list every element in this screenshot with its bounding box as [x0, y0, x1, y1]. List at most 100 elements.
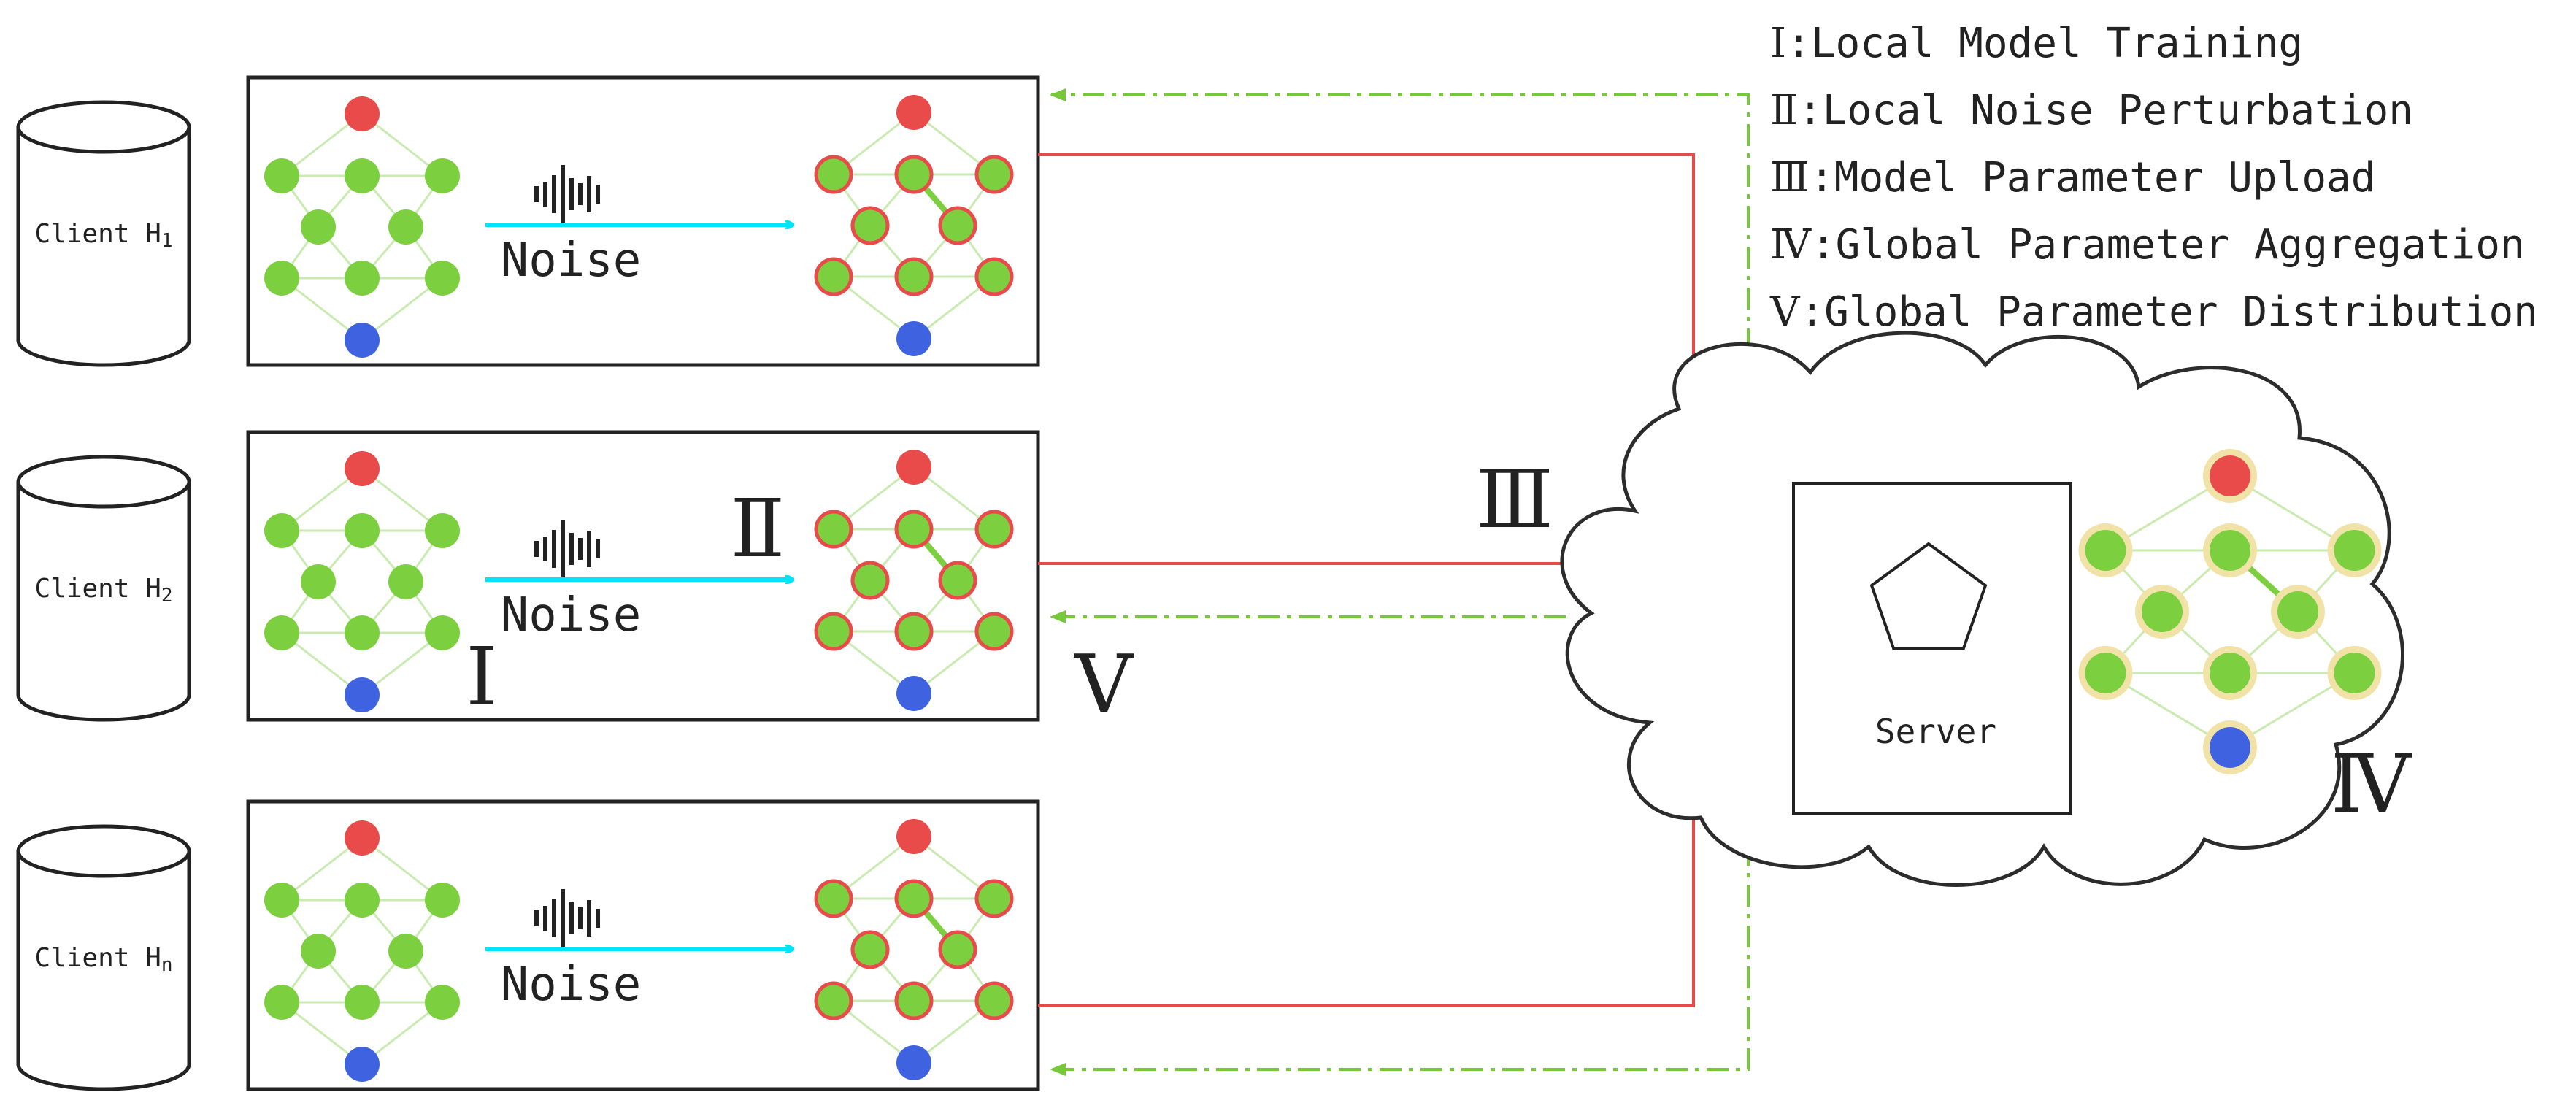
client-subscript: 1: [161, 230, 173, 252]
legend-item: Ⅴ:Global Parameter Distribution: [1769, 288, 2538, 336]
legend-item: Ⅲ:Model Parameter Upload: [1770, 154, 2375, 201]
legend-text: :Global Parameter Aggregation: [1811, 221, 2525, 269]
client-name: Client H: [34, 574, 161, 604]
waveform-bar: [578, 907, 583, 929]
legend-text: :Local Model Training: [1786, 20, 2303, 67]
waveform-bar: [587, 176, 591, 212]
noisy-local-model: [814, 819, 1014, 1080]
hidden-node: [974, 510, 1014, 549]
noisy-local-model: [814, 450, 1014, 711]
input-node: [896, 321, 931, 356]
waveform-bar: [578, 183, 583, 205]
waveform-bar: [552, 899, 556, 937]
hidden-node: [301, 564, 336, 599]
step-label-one: Ⅰ: [466, 630, 497, 723]
hidden-node: [938, 930, 977, 969]
output-node: [896, 450, 931, 485]
hidden-node: [345, 615, 380, 650]
waveform-bar: [543, 906, 547, 931]
hidden-node: [301, 934, 336, 969]
hidden-node: [425, 513, 460, 548]
hidden-node: [974, 879, 1014, 918]
hidden-node: [894, 257, 934, 296]
legend-item: Ⅱ:Local Noise Perturbation: [1770, 87, 2413, 134]
client-subscript: 2: [161, 585, 173, 607]
upload-arrow-client-1: [1038, 153, 1700, 394]
hidden-node: [388, 564, 423, 599]
step-label-three: Ⅲ: [1476, 453, 1553, 546]
legend-text: :Global Parameter Distribution: [1799, 288, 2537, 336]
legend-text: :Model Parameter Upload: [1810, 154, 2375, 201]
legend-numeral: Ⅱ: [1770, 87, 1798, 134]
hidden-node: [938, 206, 977, 245]
hidden-node: [388, 934, 423, 969]
hidden-node: [264, 615, 299, 650]
hidden-node: [264, 158, 299, 193]
hidden-node: [425, 261, 460, 296]
noise-label: Noise: [501, 958, 642, 1012]
client-label: Client Hn: [34, 943, 172, 976]
input-node: [345, 677, 380, 712]
output-node: [2210, 455, 2250, 496]
waveform-bar: [596, 909, 600, 928]
pentagon-icon: [1869, 542, 1988, 650]
waveform-bar: [534, 541, 539, 557]
client-label: Client H1: [34, 219, 172, 252]
input-node: [345, 323, 380, 358]
client-database-icon: [16, 100, 191, 367]
distribution-arrow-client-n: [1050, 803, 1750, 1076]
local-model: [264, 96, 460, 358]
legend-item: Ⅳ:Global Parameter Aggregation: [1770, 221, 2525, 269]
hidden-node: [345, 883, 380, 918]
hidden-node: [2334, 530, 2375, 571]
waveform-bar: [534, 910, 539, 926]
hidden-node: [814, 257, 853, 296]
input-node: [2210, 727, 2250, 768]
hidden-node: [345, 985, 380, 1020]
legend-numeral: Ⅲ: [1770, 154, 1810, 201]
hidden-node: [974, 612, 1014, 651]
noise-label: Noise: [501, 588, 642, 642]
hidden-node: [814, 981, 853, 1020]
client-name: Client H: [34, 219, 161, 249]
waveform-bar: [552, 175, 556, 213]
step-label-four: Ⅳ: [2331, 737, 2412, 831]
server-label: Server: [1875, 712, 1996, 751]
cylinder-top: [16, 824, 191, 878]
hidden-node: [814, 155, 853, 194]
client-database-icon: [16, 824, 191, 1091]
distribution-arrows: [1050, 88, 1750, 1076]
upload-arrows: [1038, 153, 1700, 1007]
output-node: [896, 95, 931, 130]
cylinder-top: [16, 455, 191, 509]
hidden-node: [814, 879, 853, 918]
hidden-node: [894, 510, 934, 549]
waveform-bar: [561, 889, 565, 947]
noise-waveform-icon: [534, 889, 600, 947]
hidden-node: [2277, 591, 2318, 632]
hidden-node: [264, 261, 299, 296]
hidden-node: [425, 158, 460, 193]
cylinder-body: [16, 127, 191, 367]
hidden-node: [850, 930, 890, 969]
noisy-local-model: [814, 95, 1014, 356]
client-label: Client H2: [34, 574, 172, 607]
hidden-node: [814, 510, 853, 549]
client-database-icon: [16, 455, 191, 722]
waveform-bar: [587, 531, 591, 567]
waveform-bar: [578, 538, 583, 560]
input-node: [345, 1047, 380, 1082]
hidden-node: [938, 561, 977, 600]
client-name: Client H: [34, 943, 161, 973]
hidden-node: [301, 209, 336, 245]
client-row: Client Hn Noise: [16, 799, 1040, 1091]
hidden-node: [894, 155, 934, 194]
hidden-node: [425, 615, 460, 650]
hidden-node: [264, 883, 299, 918]
hidden-node: [894, 879, 934, 918]
legend-numeral: Ⅴ: [1769, 288, 1801, 336]
hidden-node: [974, 981, 1014, 1020]
